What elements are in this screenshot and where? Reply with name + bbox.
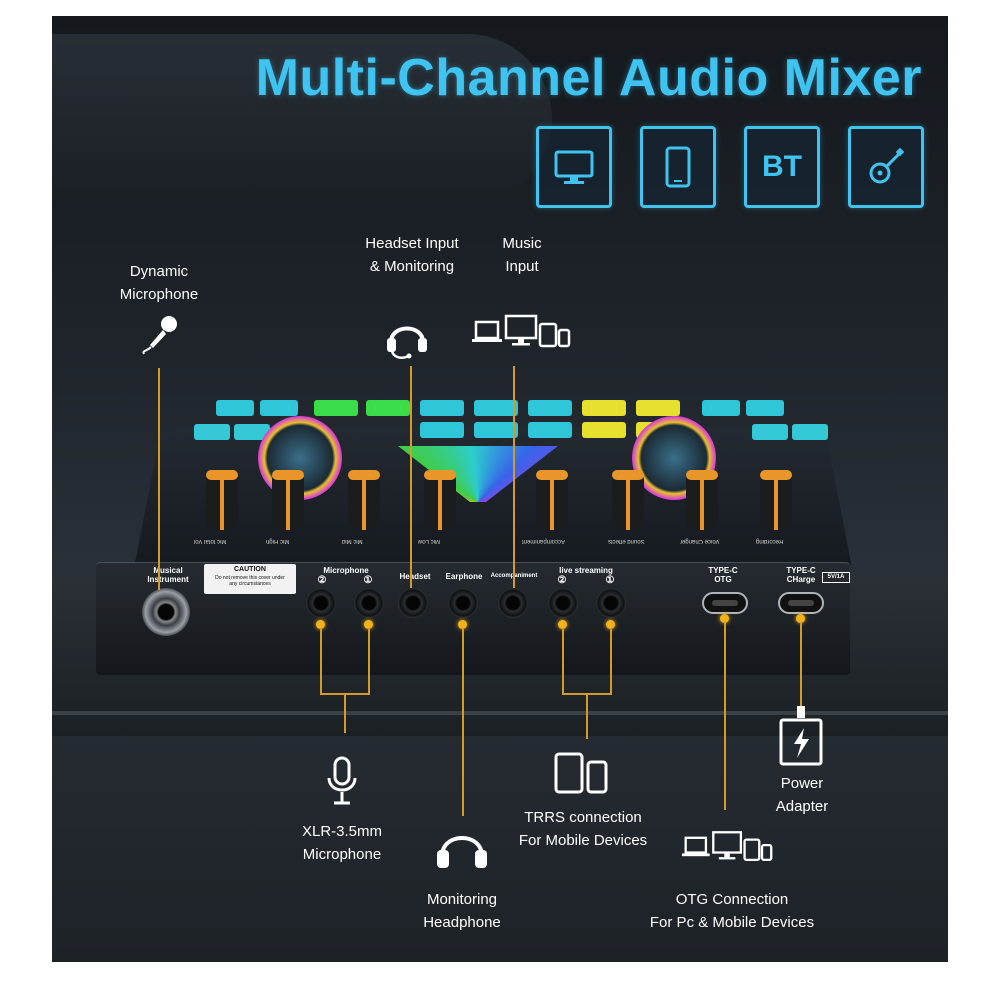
knob[interactable] xyxy=(532,464,572,536)
effect-pad[interactable] xyxy=(752,424,788,440)
trrs-connection-label: TRRS connectionFor Mobile Devices xyxy=(498,806,668,852)
page-title: Multi-Channel Audio Mixer xyxy=(162,48,922,108)
xlr-mic-label: XLR-3.5mmMicrophone xyxy=(282,820,402,866)
mic-port-number: ② xyxy=(312,576,332,585)
knob[interactable] xyxy=(420,464,460,536)
bluetooth-badge-icon: BT xyxy=(762,150,802,184)
monitoring-headphone-label: MonitoringHeadphone xyxy=(404,888,520,934)
leader-line xyxy=(158,368,160,590)
effect-pad[interactable] xyxy=(216,400,254,416)
effect-pad[interactable] xyxy=(474,422,518,438)
guitar-icon xyxy=(864,145,908,189)
instrument-port-label: MusicalInstrument xyxy=(138,566,198,584)
power-adapter-label: PowerAdapter xyxy=(754,772,850,818)
leader-line xyxy=(800,622,802,706)
effect-pad[interactable] xyxy=(260,400,298,416)
effect-pad[interactable] xyxy=(314,400,358,416)
leader-line xyxy=(320,628,322,694)
knob[interactable] xyxy=(202,464,242,536)
microphone-jack-1[interactable] xyxy=(354,588,384,618)
effect-pad[interactable] xyxy=(582,422,626,438)
effect-pad[interactable] xyxy=(792,424,828,440)
knob-label: Recording xyxy=(756,538,783,544)
knob-label: Sound effects xyxy=(608,538,645,544)
leader-line xyxy=(562,628,564,694)
effect-pad[interactable] xyxy=(582,400,626,416)
charge-spec-label: 5V/1A xyxy=(822,572,850,583)
knob[interactable] xyxy=(608,464,648,536)
leader-line xyxy=(368,628,370,694)
live-port-number: ② xyxy=(552,576,572,585)
headset-icon xyxy=(382,316,432,360)
accompaniment-jack[interactable] xyxy=(498,588,528,618)
leader-line xyxy=(610,628,612,694)
effect-pad[interactable] xyxy=(528,422,572,438)
effect-pad[interactable] xyxy=(746,400,784,416)
leader-line xyxy=(586,693,588,739)
mic-port-number: ① xyxy=(358,576,378,585)
live-port-number: ① xyxy=(600,576,620,585)
monitor-icon xyxy=(552,145,596,189)
knob[interactable] xyxy=(756,464,796,536)
leader-line xyxy=(344,693,346,733)
headset-port-label: Headset xyxy=(390,572,440,581)
leader-line xyxy=(410,366,412,588)
knob[interactable] xyxy=(682,464,722,536)
leader-line xyxy=(724,622,726,810)
live-streaming-jack-2[interactable] xyxy=(548,588,578,618)
headphone-icon xyxy=(432,824,492,872)
power-adapter-icon xyxy=(778,706,824,768)
knob-label: Mic Low xyxy=(418,538,440,544)
knob-label: Mic Mid xyxy=(342,538,363,544)
leader-line xyxy=(513,366,515,588)
earphone-jack[interactable] xyxy=(448,588,478,618)
effect-pad[interactable] xyxy=(474,400,518,416)
otg-connection-label: OTG ConnectionFor Pc & Mobile Devices xyxy=(622,888,842,934)
tablet-box xyxy=(640,126,716,208)
effect-pad[interactable] xyxy=(420,400,464,416)
knob-label: Accompaniment xyxy=(522,538,565,544)
guitar-box xyxy=(848,126,924,208)
typec-otg-label: TYPE-COTG xyxy=(698,566,748,584)
monitor-box xyxy=(536,126,612,208)
tablet-icon xyxy=(656,145,700,189)
dynamic-mic-label: DynamicMicrophone xyxy=(104,260,214,306)
knob[interactable] xyxy=(344,464,384,536)
effect-pad[interactable] xyxy=(420,422,464,438)
microphone-icon xyxy=(138,312,182,356)
caution-sticker: CAUTION Do not remove this cover underan… xyxy=(204,564,296,594)
music-input-label: MusicInput xyxy=(482,232,562,278)
headset-input-label: Headset Input& Monitoring xyxy=(342,232,482,278)
effect-pad[interactable] xyxy=(528,400,572,416)
typec-otg-port[interactable] xyxy=(702,592,748,614)
typec-charge-label: TYPE-CCHarge xyxy=(776,566,826,584)
bluetooth-box: BT xyxy=(744,126,820,208)
live-streaming-port-label: live streaming xyxy=(546,566,626,575)
headset-jack[interactable] xyxy=(398,588,428,618)
effect-pad[interactable] xyxy=(636,400,680,416)
effect-pad[interactable] xyxy=(194,424,230,440)
knob-label: Mic total Vol xyxy=(194,538,226,544)
knob-label: Voice Changer xyxy=(680,538,719,544)
leader-line xyxy=(462,628,464,816)
product-image: Multi-Channel Audio Mixer BT DynamicMicr… xyxy=(52,16,948,962)
mobile-devices-icon xyxy=(552,750,612,798)
knob-label: Mic High xyxy=(266,538,289,544)
knob[interactable] xyxy=(268,464,308,536)
microphone-port-label: Microphone xyxy=(306,566,386,575)
effect-pad[interactable] xyxy=(702,400,740,416)
instrument-jack[interactable] xyxy=(142,588,190,636)
effect-pad[interactable] xyxy=(366,400,410,416)
microphone-icon xyxy=(322,754,362,810)
microphone-jack-2[interactable] xyxy=(306,588,336,618)
typec-charge-port[interactable] xyxy=(778,592,824,614)
pc-devices-icon xyxy=(682,826,774,868)
live-streaming-jack-1[interactable] xyxy=(596,588,626,618)
devices-icon xyxy=(472,312,572,352)
